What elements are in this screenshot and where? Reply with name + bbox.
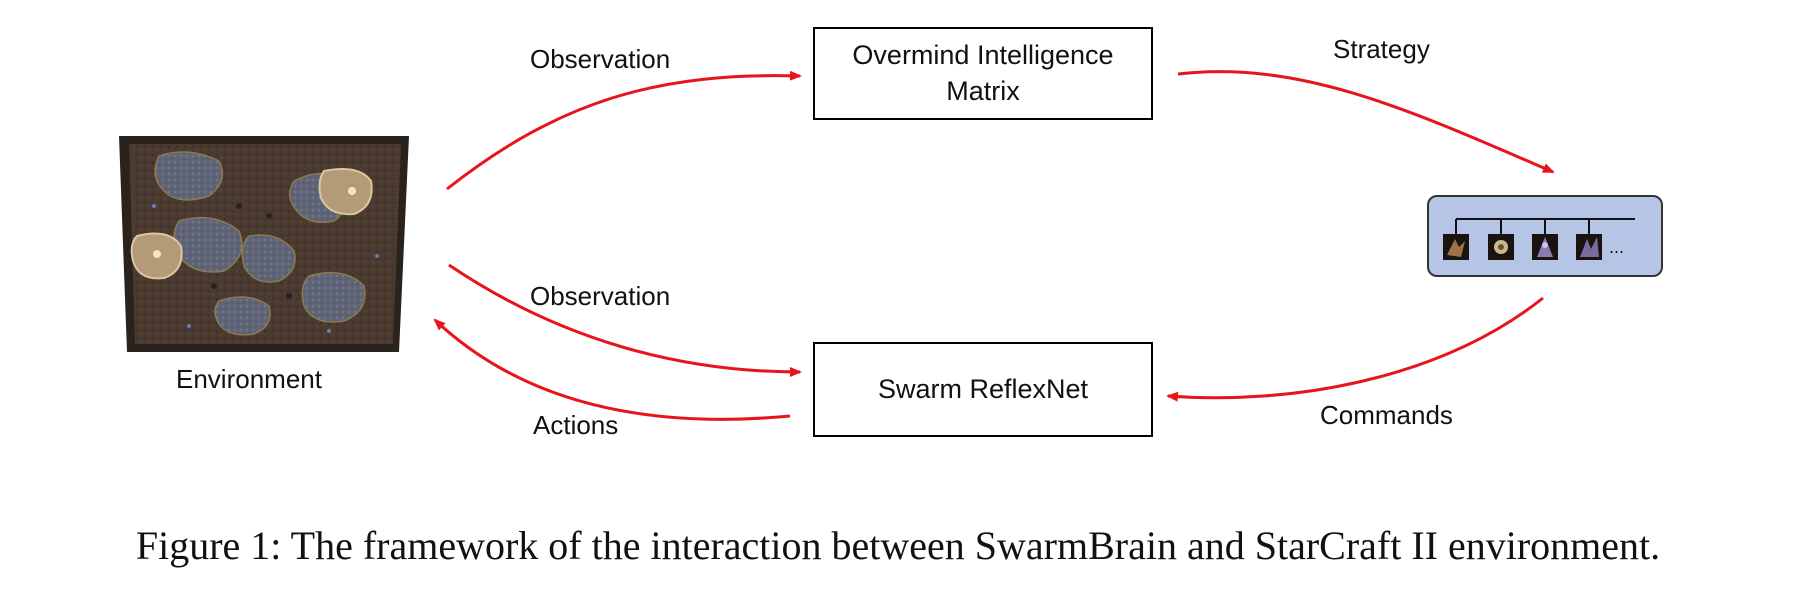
arrow-env-to-overmind bbox=[446, 70, 802, 191]
strategy-label: Strategy bbox=[1333, 34, 1430, 64]
observation-label-bottom: Observation bbox=[530, 281, 671, 311]
zerg-unit-icon-4 bbox=[1576, 234, 1602, 260]
zerg-unit-icon-3 bbox=[1532, 234, 1558, 260]
figure-caption: Figure 1: The framework of the interacti… bbox=[135, 523, 1661, 568]
environment-map-image bbox=[119, 136, 409, 352]
arrow-overmind-to-units bbox=[1177, 70, 1555, 174]
zerg-unit-icon-2 bbox=[1488, 234, 1514, 260]
unit-group-panel: ... bbox=[1427, 195, 1663, 277]
overmind-title-line1: Overmind Intelligence bbox=[852, 40, 1114, 71]
observation-label-top: Observation bbox=[530, 44, 671, 74]
commands-label: Commands bbox=[1320, 400, 1453, 430]
actions-label: Actions bbox=[533, 410, 619, 440]
environment-label: Environment bbox=[176, 364, 322, 394]
overmind-intelligence-matrix-box: Overmind Intelligence Matrix bbox=[813, 27, 1153, 120]
arrow-env-to-reflexnet bbox=[448, 263, 802, 377]
swarm-reflexnet-label: Swarm ReflexNet bbox=[877, 373, 1089, 404]
overmind-title-line2: Matrix bbox=[946, 75, 1020, 106]
unit-hierarchy-tree: ... bbox=[1443, 218, 1635, 260]
swarm-reflexnet-box: Swarm ReflexNet bbox=[813, 342, 1153, 437]
arrow-units-to-reflexnet bbox=[1166, 296, 1544, 402]
zerg-unit-icon-1 bbox=[1443, 234, 1469, 260]
arrow-reflexnet-to-env bbox=[433, 318, 791, 421]
more-units-ellipsis: ... bbox=[1609, 237, 1624, 257]
